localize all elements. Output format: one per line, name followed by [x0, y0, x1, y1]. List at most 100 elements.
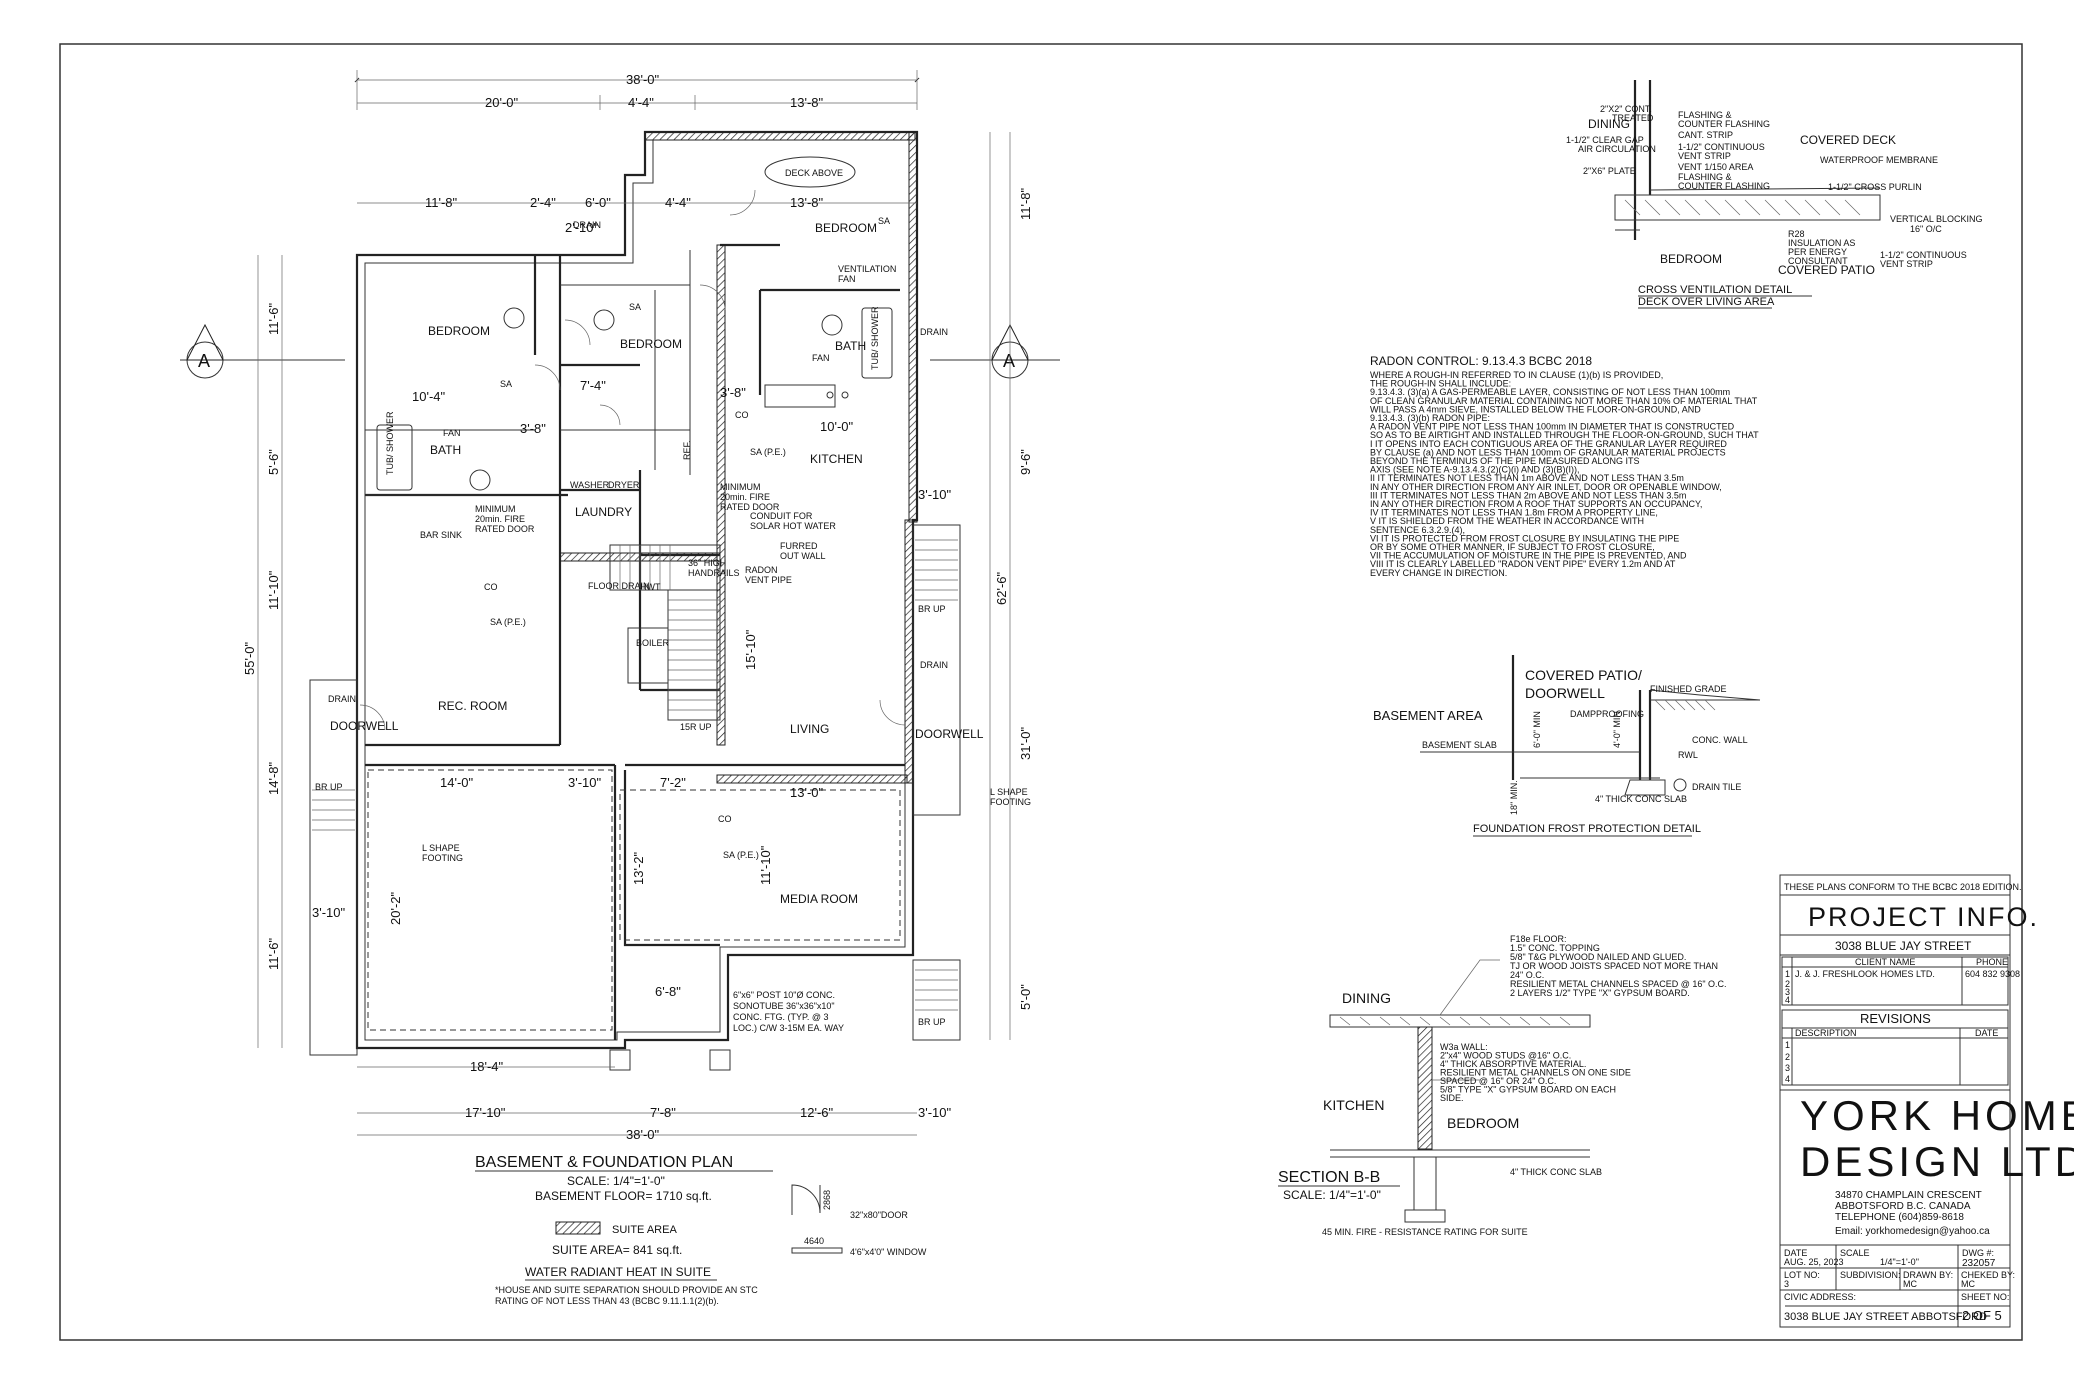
sheet-border	[59, 43, 2023, 1341]
doorwell-right	[912, 524, 961, 816]
tb-client-header: CLIENT NAME	[1855, 957, 1915, 967]
dim-in-13: 11'-10"	[758, 845, 773, 885]
frost-drain-tile: DRAIN TILE	[1692, 782, 1741, 792]
cv-note-5: FLASHING &	[1678, 110, 1732, 120]
section-marker-left: A	[180, 323, 345, 379]
label-min-fire-1: MINIMUM	[475, 504, 516, 514]
tb-company-addr-1: 34870 CHAMPLAIN CRESCENT	[1835, 1190, 1982, 1201]
plan-separation-note-1: *HOUSE AND SUITE SEPARATION SHOULD PROVI…	[495, 1285, 758, 1295]
bb-slab-note: 4" THICK CONC SLAB	[1510, 1167, 1602, 1177]
dim-right-b: 9'-6"	[1018, 449, 1033, 475]
label-post-1: 6"x6" POST 10"Ø CONC.	[733, 990, 835, 1000]
plan-floor-area: BASEMENT FLOOR= 1710 sq.ft.	[535, 1189, 712, 1203]
bb-wall-note-6: SIDE.	[1440, 1093, 1464, 1103]
room-bath-2: BATH	[835, 339, 866, 353]
room-kitchen: KITCHEN	[810, 452, 863, 466]
radon-notes: RADON CONTROL: 9.13.4.3 BCBC 2018 WHERE …	[1370, 354, 1759, 578]
tb-company-1: YORK HOME	[1800, 1092, 2074, 1139]
dim-right-a: 11'-8"	[1018, 187, 1033, 220]
label-min-fire-2: 20min. FIRE	[475, 514, 525, 524]
label-drain-3: DRAIN	[573, 220, 601, 230]
cv-note-8: 1-1/2" CONTINUOUS	[1678, 142, 1765, 152]
radon-line-6: A RADON VENT PIPE NOT LESS THAN 100mm IN…	[1370, 422, 1735, 432]
label-drain-2: DRAIN	[920, 660, 948, 670]
dim-top2-d: 4'-4"	[665, 195, 691, 210]
bb-wall-note-3: RESILIENT METAL CHANNELS ON ONE SIDE	[1440, 1068, 1631, 1078]
radon-line-9: BY CLAUSE (a) AND NOT LESS THAN 100mm OF…	[1370, 447, 1726, 457]
tb-drawn-label: DRAWN BY:	[1903, 1270, 1953, 1280]
cv-note-6: COUNTER FLASHING	[1678, 119, 1770, 129]
tb-rev-row-4: 4	[1785, 1074, 1790, 1084]
dim-bot-total: 38'-0"	[626, 1127, 660, 1142]
dim-top-total: 38'-0"	[626, 72, 660, 87]
bb-floor-note-1: 1.5" CONC. TOPPING	[1510, 943, 1600, 953]
dim-in-4: 10'-0"	[820, 419, 854, 434]
plan-separation-note-2: RATING OF NOT LESS THAN 43 (BCBC 9.11.1.…	[495, 1296, 719, 1306]
title-block: THESE PLANS CONFORM TO THE BCBC 2018 EDI…	[1779, 874, 2074, 1328]
tb-scale-label: SCALE	[1840, 1248, 1870, 1258]
label-sa-pe-2: SA (P.E.)	[750, 447, 786, 457]
bb-floor-note-4: 24" O.C.	[1510, 970, 1544, 980]
room-bath-1: BATH	[430, 443, 461, 457]
tb-company-email: Email: yorkhomedesign@yahoo.ca	[1835, 1226, 1990, 1237]
label-floor-drain: FLOOR DRAIN	[588, 581, 650, 591]
label-sa-pe-3: SA (P.E.)	[723, 850, 759, 860]
dim-in-16: 3'-10"	[918, 487, 952, 502]
cv-note-14: 1-1/2" CROSS PURLIN	[1828, 182, 1922, 192]
cv-note-13: WATERPROOF MEMBRANE	[1820, 155, 1938, 165]
radon-line-21: VII THE ACCUMULATION OF MOISTURE IN THE …	[1370, 551, 1687, 561]
label-furred-2: OUT WALL	[780, 551, 826, 561]
tb-lot-label: LOT NO:	[1784, 1270, 1820, 1280]
dim-in-8: 7'-2"	[660, 775, 686, 790]
cv-title-2: DECK OVER LIVING AREA	[1638, 296, 1775, 308]
cv-note-12: COUNTER FLASHING	[1678, 181, 1770, 191]
radon-line-12: II IT TERMINATES NOT LESS THAN 1m ABOVE …	[1370, 473, 1684, 483]
tb-subdivision-label: SUBDIVISION:	[1840, 1270, 1901, 1280]
label-drain-4: DRAIN	[920, 327, 948, 337]
radon-line-7: SO AS TO BE AIRTIGHT AND INSTALLED THROU…	[1370, 430, 1759, 440]
plan-suite-area: SUITE AREA= 841 sq.ft.	[552, 1243, 682, 1257]
dim-in-6: 14'-0"	[440, 775, 474, 790]
label-conduit-1: CONDUIT FOR	[750, 511, 813, 521]
radon-line-20: OR BY SOME OTHER MANNER, IF SUBJECT TO F…	[1370, 542, 1655, 552]
radon-title: RADON CONTROL: 9.13.4.3 BCBC 2018	[1370, 354, 1592, 368]
bb-floor-note-6: 2 LAYERS 1/2" TYPE "X" GYPSUM BOARD.	[1510, 988, 1690, 998]
tb-checked-value: MC	[1961, 1279, 1975, 1289]
suite-wall-5	[644, 131, 916, 141]
tb-company-tel: TELEPHONE (604)859-8618	[1835, 1212, 1964, 1223]
tb-conform: THESE PLANS CONFORM TO THE BCBC 2018 EDI…	[1784, 882, 2022, 892]
cv-note-21: 1-1/2" CONTINUOUS	[1880, 250, 1967, 260]
tb-date-label: DATE	[1784, 1248, 1807, 1258]
radon-line-18: SENTENCE 6.3.2.9.(4),	[1370, 525, 1465, 535]
room-bedroom-2: BEDROOM	[620, 337, 682, 351]
label-co-3: CO	[718, 814, 732, 824]
label-washer: WASHER	[570, 480, 610, 490]
plan-title: BASEMENT & FOUNDATION PLAN	[475, 1154, 733, 1171]
label-l-shape-3: L SHAPE	[422, 843, 460, 853]
frost-covered-patio-2: DOORWELL	[1525, 685, 1605, 701]
label-sa-2: SA	[629, 302, 641, 312]
frost-dim-3: 4'-0" MIN	[1612, 711, 1622, 748]
radon-line-0: WHERE A ROUGH-IN REFERRED TO IN CLAUSE (…	[1370, 370, 1663, 380]
tb-date-value: AUG. 25, 2023	[1784, 1257, 1844, 1267]
label-post-3: CONC. FTG. (TYP. @ 3	[733, 1012, 828, 1022]
cv-note-1: TREATED	[1612, 113, 1654, 123]
label-co-2: CO	[735, 410, 749, 420]
room-living: LIVING	[790, 722, 829, 736]
frost-title: FOUNDATION FROST PROTECTION DETAIL	[1473, 823, 1701, 835]
frost-basement-area: BASEMENT AREA	[1373, 708, 1483, 723]
bb-wall-note-2: 4" THICK ABSORPTIVE MATERIAL.	[1440, 1059, 1586, 1069]
suite-wall-6	[908, 131, 918, 523]
radon-line-8: I IT OPENS INTO EACH CONTIGUOUS AREA OF …	[1370, 439, 1727, 449]
legend-door: 32"x80"DOOR	[850, 1210, 908, 1220]
dim-bot-e: 18'-4"	[470, 1059, 504, 1074]
tb-civic-label: CIVIC ADDRESS:	[1784, 1292, 1856, 1302]
cv-note-10: VENT 1/150 AREA	[1678, 162, 1753, 172]
section-bb: DINING KITCHEN BEDROOM 4" THICK CONC SLA…	[1278, 934, 1727, 1237]
tb-row-3: 3	[1785, 987, 1790, 997]
cv-note-3: AIR CIRCULATION	[1578, 144, 1656, 154]
label-dryer: DRYER	[608, 480, 640, 490]
label-conduit-2: SOLAR HOT WATER	[750, 521, 836, 531]
dim-top2-a: 11'-8"	[425, 195, 458, 210]
radon-line-14: III IT TERMINATES NOT LESS THAN 2m ABOVE…	[1370, 490, 1686, 500]
